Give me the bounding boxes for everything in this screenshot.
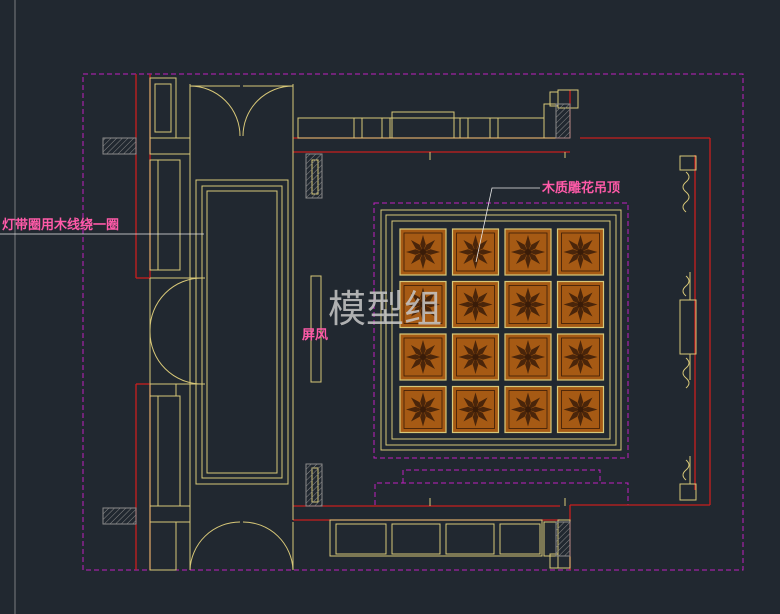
ceiling-tile xyxy=(504,228,552,276)
ceiling-tile xyxy=(504,280,552,329)
ceiling-tile xyxy=(451,333,500,381)
ceiling-tile xyxy=(556,333,605,381)
ceiling-tile xyxy=(451,228,500,276)
ceiling-tile-grid xyxy=(399,228,605,434)
leader-lines xyxy=(0,187,540,263)
ceiling-tile xyxy=(451,280,500,329)
ceiling-tile xyxy=(399,333,447,381)
ceiling-tile xyxy=(504,385,552,434)
light-strip-label: 灯带圈用木线绕一圈 xyxy=(2,217,119,233)
screen-label: 屏风 xyxy=(302,328,328,343)
hatched-columns xyxy=(102,103,571,557)
watermark: 模型组 xyxy=(328,287,442,331)
ceiling-tile xyxy=(556,385,605,434)
ceiling-tile xyxy=(399,280,447,329)
ceiling-tile xyxy=(504,333,552,381)
ceiling-label: 木质雕花吊顶 xyxy=(541,180,620,196)
plan-linework xyxy=(149,77,697,571)
ceiling-tile xyxy=(399,385,447,434)
ceiling-tile xyxy=(556,280,605,329)
ceiling-tile xyxy=(451,385,500,434)
dashed-boundary xyxy=(82,73,744,571)
ceiling-tile xyxy=(399,228,447,276)
ceiling-tile xyxy=(556,228,605,276)
